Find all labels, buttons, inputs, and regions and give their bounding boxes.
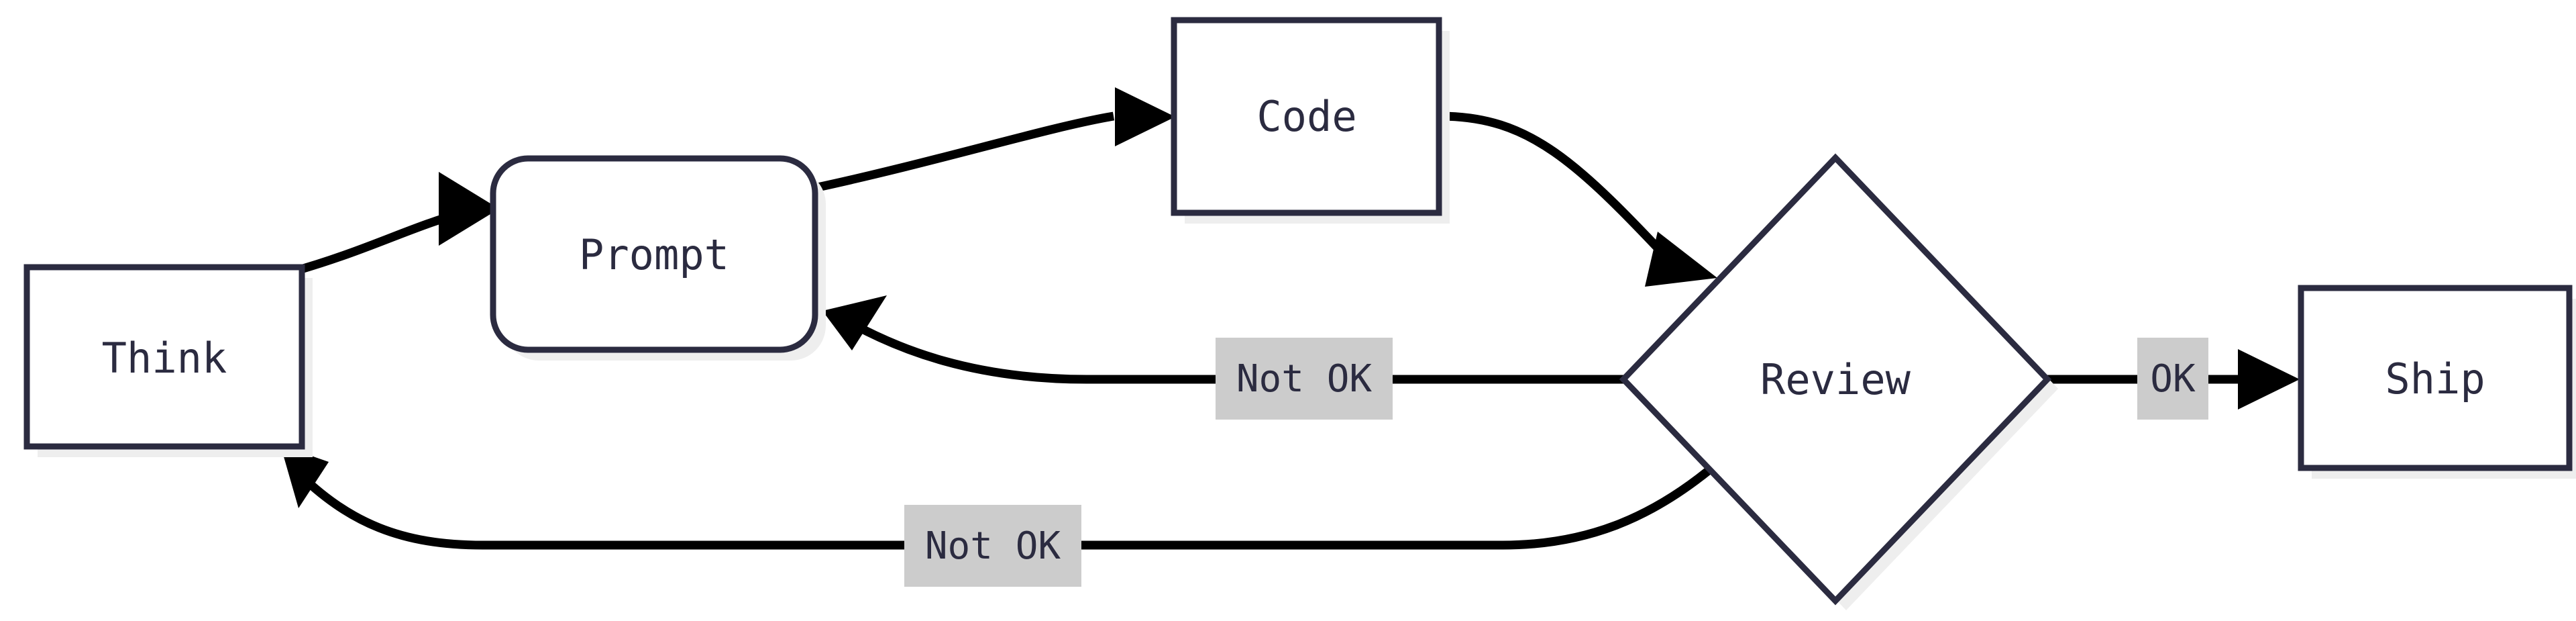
node-code-label: Code [1256,92,1356,141]
edge-prompt-to-code-line [813,111,1115,193]
node-think-box[interactable] [23,264,305,450]
node-think-label: Think [102,334,227,383]
edge-review-to-prompt-line [849,320,1623,384]
edge-label-not-ok-upper-background [1216,338,1393,420]
edge-review-to-ship-arrowhead [2238,349,2300,410]
edge-label-ok: OK [2137,338,2208,420]
edge-review-to-think-line [292,460,1721,550]
node-code-box[interactable] [1171,17,1442,216]
node-review-label: Review [1760,355,1911,404]
edge-code-to-review-line [1439,111,1680,272]
node-ship[interactable]: Ship [2298,285,2576,479]
edge-prompt-to-code-arrowhead [1115,87,1175,146]
node-ship-label: Ship [2385,354,2485,403]
edge-label-not-ok-upper: Not OK [1216,338,1393,420]
edge-review-to-think-arrowhead [280,445,329,508]
node-review-diamond[interactable] [1619,153,2052,606]
node-prompt-label: Prompt [579,230,729,279]
node-ship-box[interactable] [2298,285,2573,471]
node-think[interactable]: Think [23,264,313,457]
node-code[interactable]: Code [1171,17,1450,224]
edge-think-to-prompt [302,172,499,273]
node-prompt[interactable]: Prompt [490,155,826,361]
edge-think-to-prompt-arrowhead [439,172,499,246]
node-prompt-box[interactable] [490,155,818,353]
edge-code-to-review-arrowhead [1645,232,1717,287]
edge-review-to-prompt-arrowhead [822,295,887,350]
edge-label-not-ok-lower-text: Not OK [925,524,1061,568]
edge-prompt-to-code [813,87,1175,193]
edge-review-to-think [280,445,1721,550]
edge-code-to-review [1439,111,1717,287]
edge-label-ok-background [2137,338,2208,420]
edge-label-not-ok-lower-background [904,505,1081,587]
edge-review-to-prompt [822,295,1623,384]
node-review[interactable]: Review [1619,153,2058,610]
edge-label-ok-text: OK [2150,357,2196,401]
edge-label-not-ok-upper-text: Not OK [1236,357,1373,401]
edge-label-not-ok-lower: Not OK [904,505,1081,587]
